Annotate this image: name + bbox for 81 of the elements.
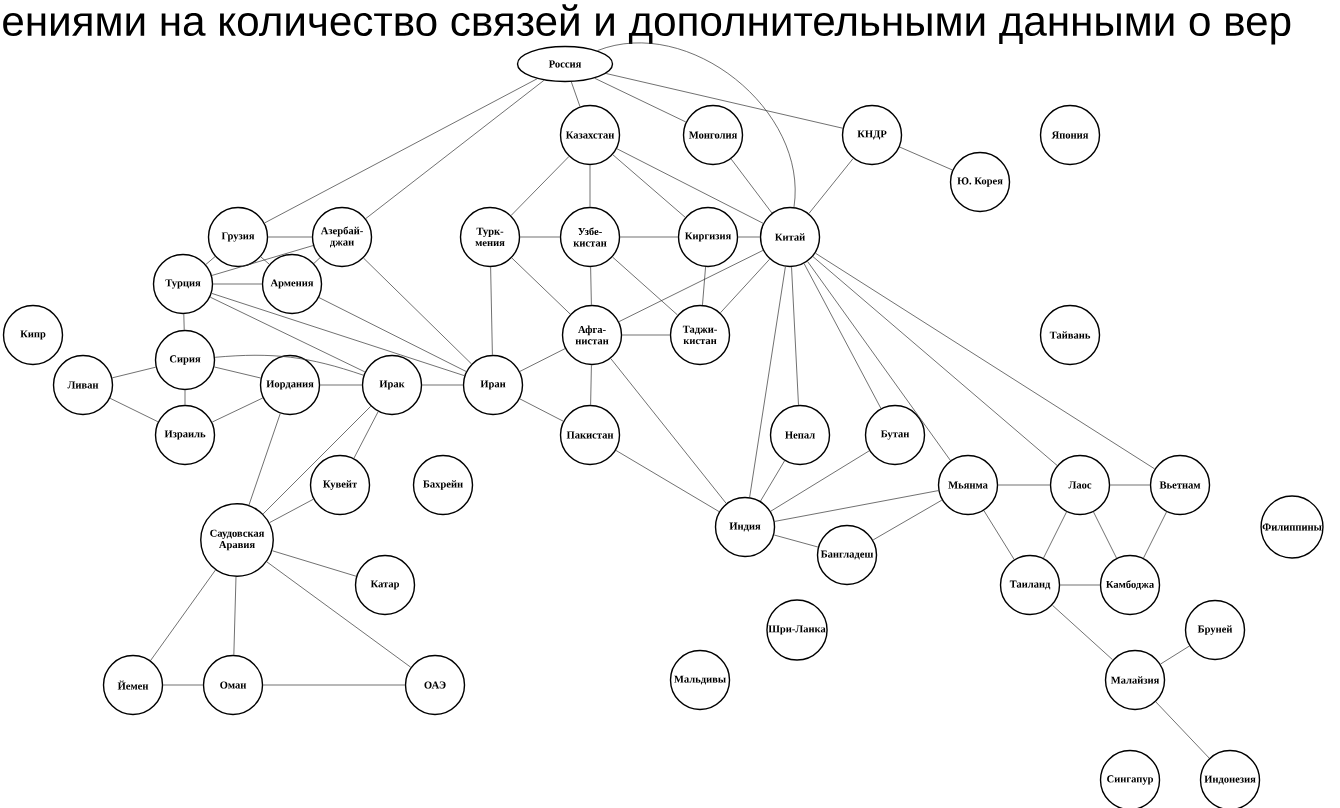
connector-line xyxy=(720,258,770,314)
connector-line xyxy=(610,358,727,504)
connector-line xyxy=(264,78,538,224)
connector-line xyxy=(815,252,1155,470)
connector-line xyxy=(109,397,159,423)
connector-line xyxy=(730,158,773,214)
connector-line xyxy=(808,158,854,214)
connector-line xyxy=(184,389,186,406)
connector-line xyxy=(519,398,564,422)
connector-line xyxy=(233,576,237,656)
connector-line xyxy=(262,684,406,686)
connector-line xyxy=(616,148,764,224)
connector-line xyxy=(421,384,464,386)
connector-line xyxy=(807,261,951,461)
connector-line xyxy=(791,266,799,406)
connector-line xyxy=(594,77,687,123)
connector-line xyxy=(511,257,571,315)
connector-line xyxy=(260,256,270,265)
ellipse-node: Россия xyxy=(516,45,614,83)
connector-line xyxy=(605,73,843,129)
connector-line xyxy=(621,334,671,336)
connector-line xyxy=(519,348,566,372)
connector-line xyxy=(1143,511,1167,559)
connector-line xyxy=(774,490,939,522)
connector-line xyxy=(619,236,679,238)
connector-line xyxy=(770,450,870,512)
connector-line xyxy=(872,499,943,541)
connector-line xyxy=(183,313,185,331)
connector-line xyxy=(803,263,882,409)
connector-line xyxy=(612,256,678,316)
connector-line xyxy=(997,484,1051,486)
connector-line xyxy=(1052,604,1113,661)
connector-line xyxy=(1160,645,1190,665)
connector-line xyxy=(267,236,313,238)
connector-line xyxy=(363,257,472,365)
connector-line xyxy=(1059,584,1101,586)
connector-line xyxy=(112,366,157,379)
connector-line xyxy=(319,384,363,386)
connector-line xyxy=(1109,484,1151,486)
connector-line xyxy=(205,256,216,265)
connector-line xyxy=(212,283,263,285)
connector-line xyxy=(318,297,467,372)
connector-line xyxy=(812,256,1058,466)
connector-line xyxy=(211,245,314,276)
connector-line xyxy=(773,534,819,548)
connector-line xyxy=(490,266,493,356)
connector-line xyxy=(590,266,592,306)
connector-line xyxy=(211,293,465,376)
connector-line xyxy=(612,154,686,218)
connector-line xyxy=(365,80,545,219)
connector-line xyxy=(749,266,786,498)
connector-line xyxy=(702,266,706,306)
connector-line xyxy=(899,146,953,171)
connector-line xyxy=(211,397,264,423)
connector-line xyxy=(313,257,321,264)
connector-line xyxy=(737,236,761,238)
connector-line xyxy=(618,250,764,322)
connector-line xyxy=(209,296,366,373)
connector-line xyxy=(248,413,281,506)
connector-line xyxy=(353,411,379,459)
connector-line xyxy=(214,366,261,379)
connector-line xyxy=(983,510,1015,560)
connector-line xyxy=(571,81,581,107)
connector-line xyxy=(590,364,592,406)
connector-line xyxy=(262,406,371,515)
connector-line xyxy=(272,550,357,577)
connector-line xyxy=(150,569,216,661)
connector-line xyxy=(162,684,204,686)
connector-line xyxy=(1043,511,1067,559)
connector-line xyxy=(760,460,785,502)
connector-line xyxy=(269,498,314,523)
connector-line xyxy=(266,561,411,668)
connector-line xyxy=(597,42,796,208)
connector-line xyxy=(615,450,720,512)
connector-line xyxy=(214,354,364,376)
heading-text: ениями на количество связей и дополнительными данными о вер xyxy=(3,4,1291,45)
connector-line xyxy=(1155,701,1210,759)
connector-line xyxy=(510,156,570,216)
connector-line xyxy=(1093,511,1117,559)
connector-line xyxy=(589,164,591,208)
connector-line xyxy=(519,236,561,238)
